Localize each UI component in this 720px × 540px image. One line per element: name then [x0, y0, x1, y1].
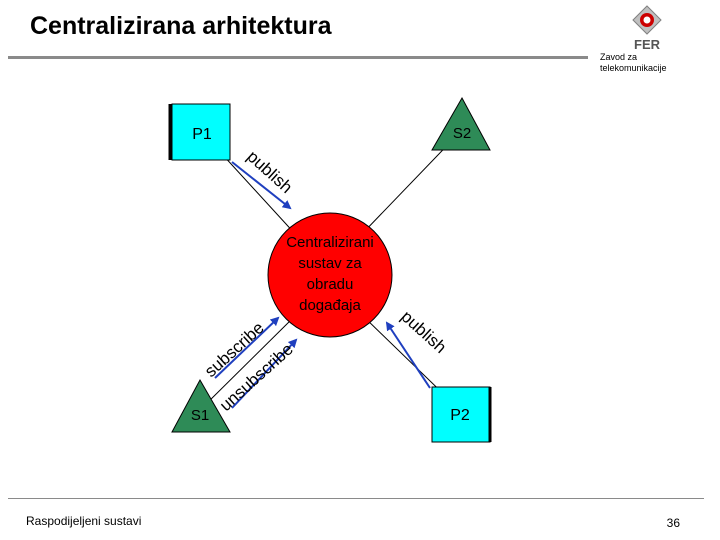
publish-arrow-p1	[231, 161, 292, 210]
org-name: Zavod za telekomunikacije	[600, 52, 667, 73]
publish-arrow-p2	[385, 321, 431, 389]
central-system-line-4: događaja	[299, 297, 361, 314]
central-system-line-2: sustav za	[298, 255, 362, 272]
subscriber-s1	[171, 378, 231, 433]
publisher-p2-label: P2	[450, 407, 470, 424]
subscriber-s2-label: S2	[453, 125, 471, 142]
link-s1-center	[199, 314, 297, 411]
publisher-p1	[171, 103, 231, 161]
subscriber-s1-label: S1	[191, 407, 209, 424]
title-divider	[8, 56, 588, 59]
unsubscribe-arrow	[231, 338, 298, 409]
course-name: Raspodijeljeni sustavi	[26, 514, 142, 528]
page-title: Centralizirana arhitektura	[30, 12, 332, 40]
fer-logo-icon: FER	[632, 5, 662, 52]
subscriber-s2	[431, 96, 491, 151]
footer-divider	[8, 498, 704, 499]
central-system	[267, 212, 393, 338]
subscribe-arrow	[214, 316, 280, 379]
central-system-line-3: obradu	[307, 276, 354, 293]
page-number: 36	[666, 516, 680, 530]
logo-text: FER	[634, 37, 661, 52]
publisher-p2	[431, 386, 491, 443]
publish-label-top: publish	[243, 147, 296, 197]
central-system-line-1: Centralizirani	[286, 234, 374, 251]
publisher-p1-label: P1	[192, 126, 212, 143]
